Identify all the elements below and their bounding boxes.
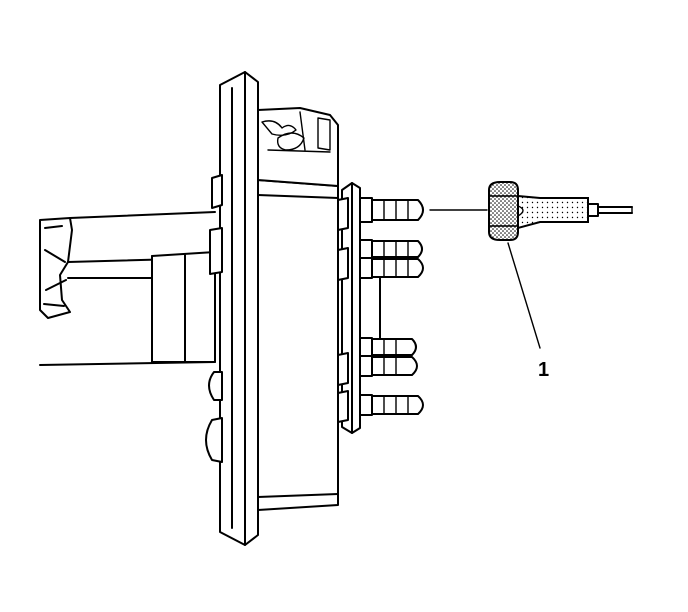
axle-shaft	[39, 211, 216, 366]
wheel-studs	[359, 197, 424, 416]
callout-leader-line	[507, 242, 541, 349]
wheel-stud	[359, 355, 418, 377]
wheel-stud-installer-tool	[488, 181, 633, 241]
callout-label: 1	[538, 359, 549, 381]
backing-plate	[205, 71, 259, 546]
wheel-stud	[359, 197, 424, 223]
hub-body	[257, 107, 339, 511]
wheel-stud	[359, 394, 424, 416]
wheel-stud	[359, 239, 423, 259]
wheel-stud	[359, 257, 424, 279]
wheel-stud	[359, 337, 417, 357]
